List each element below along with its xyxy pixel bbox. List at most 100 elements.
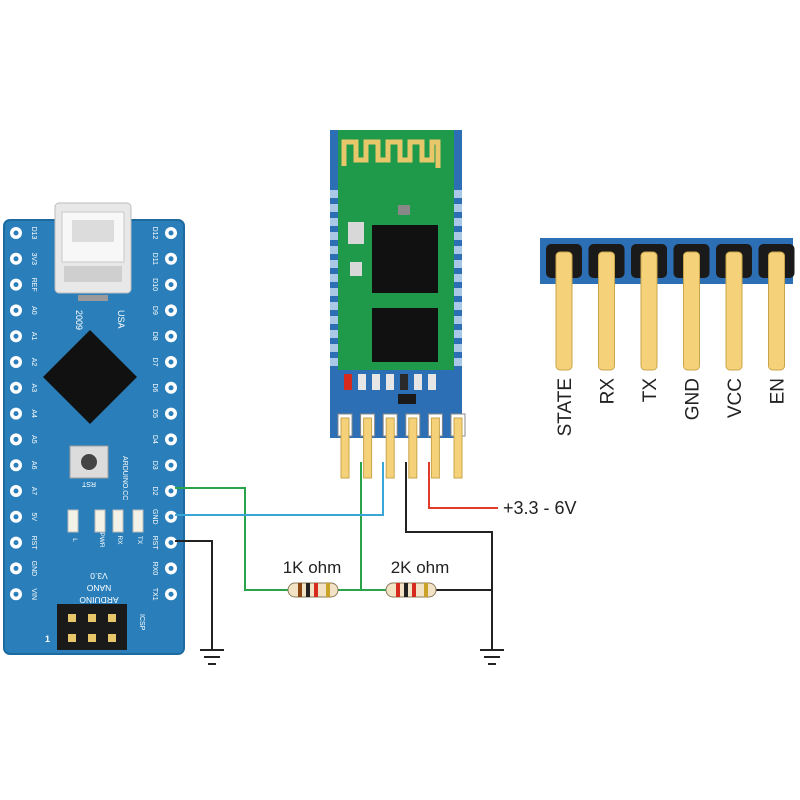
reset-label: RST <box>81 480 96 487</box>
module-chip-2 <box>372 308 438 362</box>
header-pin-label: GND <box>683 378 704 420</box>
wire-blue <box>175 462 384 516</box>
nano-pin-label: RST <box>30 536 37 551</box>
header-pin <box>598 251 615 371</box>
nano-pin-label: 3V3 <box>30 253 37 266</box>
nano-pin-label: A3 <box>30 384 37 393</box>
year-label: 2009 <box>74 310 84 330</box>
microcontroller-chip <box>43 330 137 424</box>
header-pin <box>768 251 785 371</box>
nano-right-pin-holes <box>165 227 177 601</box>
module-chip-1 <box>372 225 438 293</box>
icsp-pin <box>68 634 76 642</box>
nano-pin-label: TX1 <box>151 588 158 601</box>
nano-pin-label: D11 <box>151 253 158 265</box>
nano-pin-label: D6 <box>151 383 158 392</box>
model-line-2: NANO <box>86 583 111 593</box>
nano-pin-label: D12 <box>151 227 158 240</box>
icsp-pin <box>108 614 116 622</box>
header-pin-label: EN <box>768 378 789 404</box>
reset-button[interactable] <box>69 445 109 479</box>
status-led <box>67 509 79 533</box>
header-pin-label: STATE <box>555 378 576 436</box>
header-pin <box>555 251 573 371</box>
icsp-pin <box>108 634 116 642</box>
nano-pin-label: D4 <box>151 435 158 444</box>
bluetooth-module <box>330 130 462 438</box>
nano-pin-label: REF <box>30 278 37 292</box>
header-pin <box>640 251 658 371</box>
module-pin <box>408 417 418 479</box>
module-pins <box>337 413 466 479</box>
module-pin <box>430 417 440 479</box>
nano-pin-label: 5V <box>30 513 37 522</box>
wire-black-module <box>405 462 493 650</box>
usb-connector <box>54 202 132 301</box>
icsp-header <box>57 604 127 650</box>
nano-pin-label: D5 <box>151 409 158 418</box>
nano-pin-label: D13 <box>30 227 37 240</box>
antenna-trace <box>341 139 441 168</box>
nano-pin-label: A7 <box>30 487 37 496</box>
pin1-label: 1 <box>45 634 50 644</box>
led-label: L <box>71 538 78 542</box>
nano-pin-label: RST <box>151 536 158 551</box>
module-pin <box>340 417 350 479</box>
model-line-3: V3.0 <box>90 571 108 581</box>
nano-pin-label: D10 <box>151 278 158 291</box>
nano-pin-label: D9 <box>151 306 158 315</box>
icsp-pin <box>88 634 96 642</box>
pin-header <box>540 238 795 371</box>
nano-pin-label: A4 <box>30 409 37 418</box>
led-label: TX <box>136 536 143 545</box>
nano-pin-label: D7 <box>151 358 158 367</box>
icsp-pin <box>88 614 96 622</box>
ground-symbol-right <box>480 649 504 665</box>
nano-pin-label: D2 <box>151 487 158 496</box>
model-line-1: ARDUINO <box>79 595 119 605</box>
header-pin-labels: STATE RX TX GND VCC EN <box>555 378 789 437</box>
module-pin <box>385 417 395 479</box>
nano-pin-label: A5 <box>30 435 37 444</box>
resistor-1k <box>287 582 339 598</box>
module-pin <box>453 417 463 479</box>
nano-pin-label: A1 <box>30 332 37 341</box>
ground-symbol-left <box>200 649 224 665</box>
nano-pin-label: GND <box>30 561 37 577</box>
wires <box>175 462 498 650</box>
resistor-2k-label: 2K ohm <box>391 558 450 577</box>
model-text: ARDUINO NANO V3.0 <box>79 571 119 605</box>
nano-pin-label: D3 <box>151 461 158 470</box>
led-label: PWR <box>98 532 105 547</box>
header-pin-label: TX <box>640 378 661 403</box>
status-led <box>112 509 124 533</box>
nano-leds: L PWR RX TX <box>67 509 144 548</box>
brand-label: ARDUINO.CC <box>121 456 128 500</box>
nano-pin-label: RX0 <box>151 562 158 576</box>
resistor-2k <box>385 582 437 598</box>
nano-pin-label: A2 <box>30 358 37 367</box>
nano-left-pin-holes <box>10 227 22 601</box>
nano-pin-label: A6 <box>30 461 37 470</box>
usb-label: USA <box>116 310 126 329</box>
header-pin-label: RX <box>598 378 619 405</box>
wire-red <box>428 462 498 509</box>
header-pin-label: VCC <box>725 378 746 418</box>
wire-black-arduino <box>175 540 213 650</box>
power-label: +3.3 - 6V <box>503 498 577 518</box>
nano-pin-label: A0 <box>30 306 37 315</box>
status-led <box>132 509 144 533</box>
resistor-1k-label: 1K ohm <box>283 558 342 577</box>
icsp-pin <box>68 614 76 622</box>
nano-pin-label: VIN <box>30 588 37 600</box>
header-pin <box>725 251 743 371</box>
nano-pin-label: GND <box>151 509 158 525</box>
led-label: RX <box>116 535 123 545</box>
status-led <box>94 509 106 533</box>
header-pin <box>683 251 700 371</box>
icsp-label: ICSP <box>138 614 145 631</box>
